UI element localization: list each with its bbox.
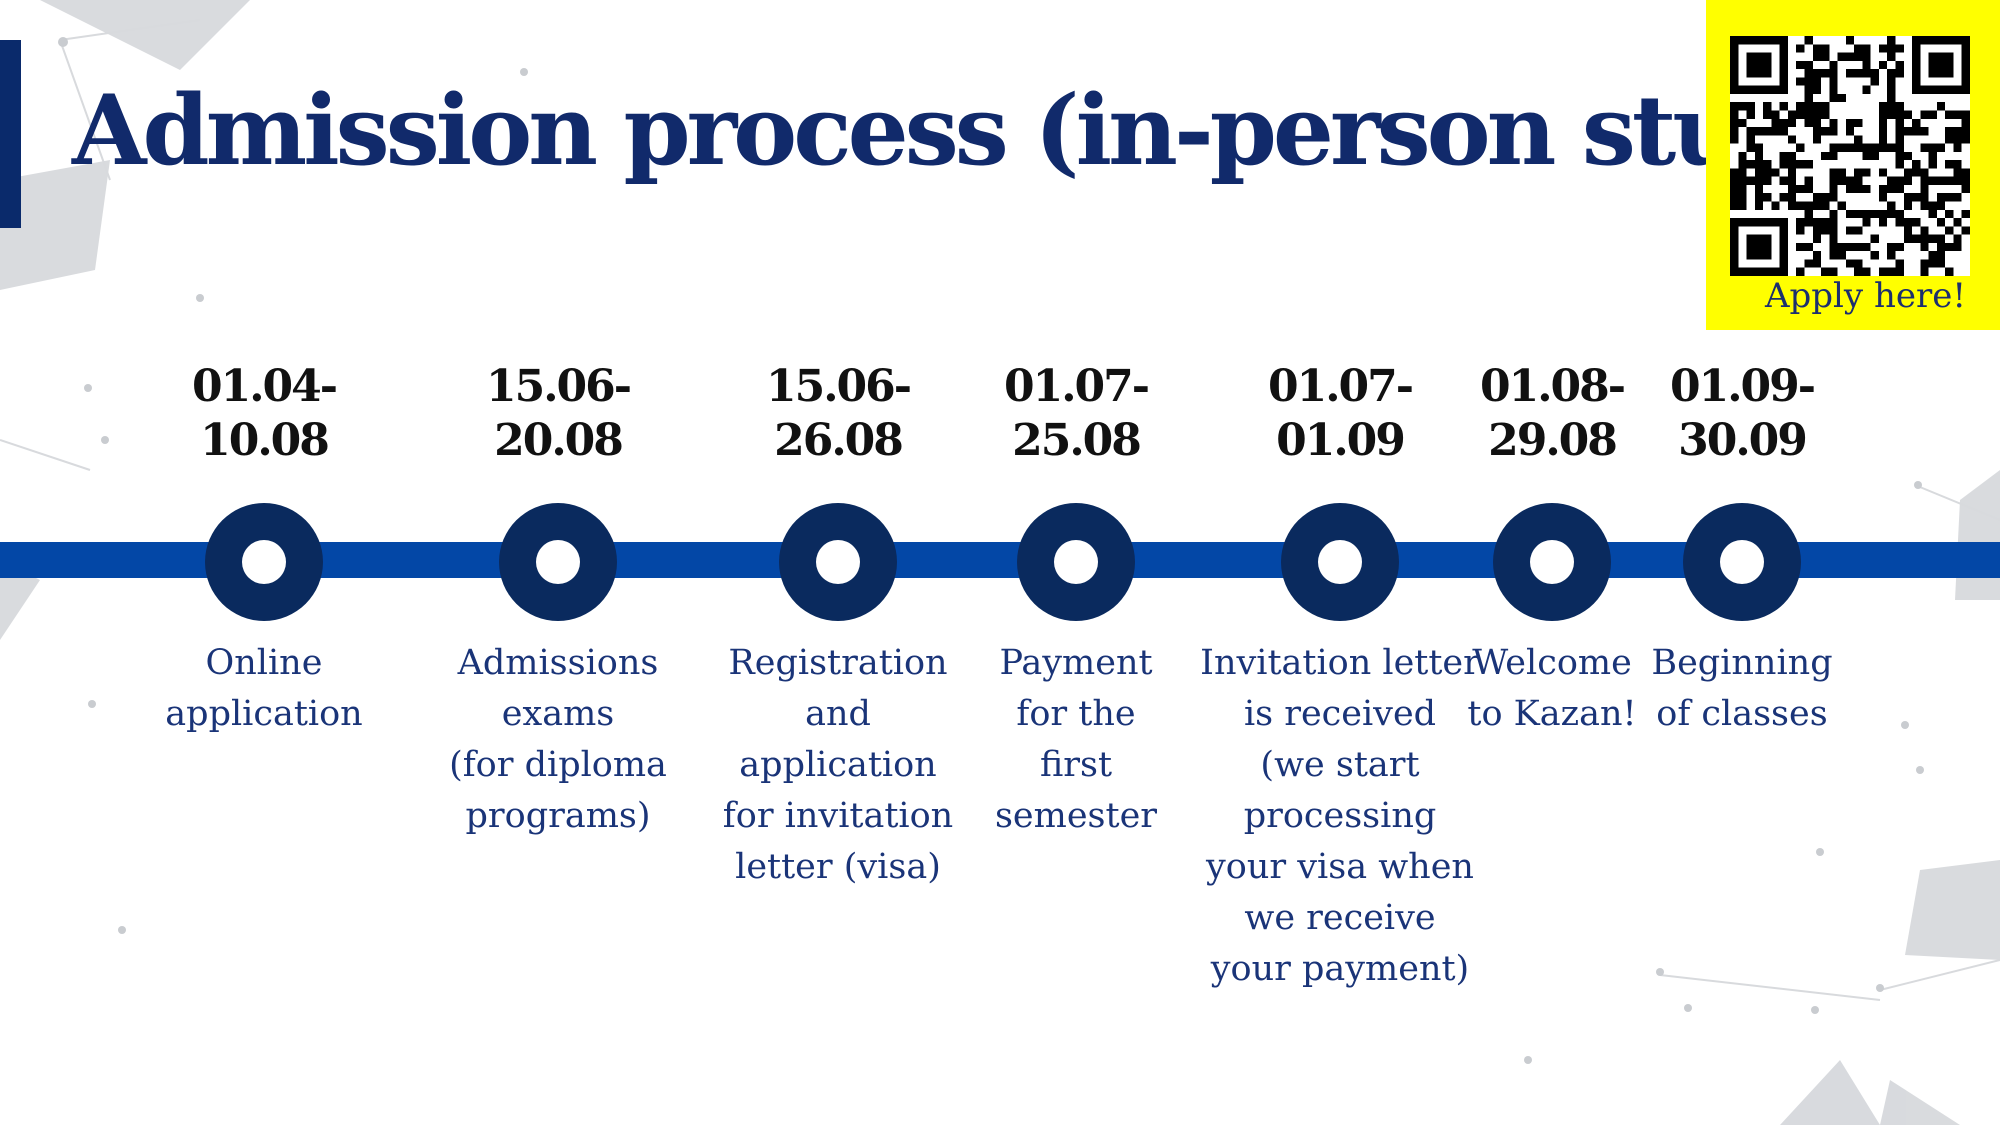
node-center bbox=[1530, 540, 1574, 584]
step-date: 01.04- 10.08 bbox=[191, 361, 338, 466]
step-label: Welcome to Kazan! bbox=[1467, 643, 1637, 734]
node-center bbox=[816, 540, 860, 584]
step-date: 01.07- 01.09 bbox=[1267, 361, 1414, 466]
step-node bbox=[1683, 503, 1801, 621]
step-node bbox=[1017, 503, 1135, 621]
node-center bbox=[536, 540, 580, 584]
apply-qr-panel[interactable]: Apply here! bbox=[1706, 0, 2000, 330]
step-label: Registration and application for invitat… bbox=[722, 643, 954, 887]
step-date: 01.07- 25.08 bbox=[1003, 361, 1150, 466]
step-node bbox=[205, 503, 323, 621]
step-label: Online application bbox=[165, 643, 363, 734]
step-date: 01.09- 30.09 bbox=[1669, 361, 1816, 466]
step-node bbox=[1281, 503, 1399, 621]
step-label: Invitation letter is received (we start … bbox=[1200, 643, 1480, 989]
title-accent-bar bbox=[0, 40, 21, 228]
step-date: 15.06- 26.08 bbox=[765, 361, 912, 466]
node-center bbox=[1720, 540, 1764, 584]
step-node bbox=[1493, 503, 1611, 621]
step-label: Beginning of classes bbox=[1651, 643, 1833, 734]
step-label: Admissions exams (for diploma programs) bbox=[449, 643, 667, 836]
step-node bbox=[779, 503, 897, 621]
node-center bbox=[1318, 540, 1362, 584]
step-date: 15.06- 20.08 bbox=[485, 361, 632, 466]
apply-here-label: Apply here! bbox=[1764, 276, 1966, 316]
node-center bbox=[242, 540, 286, 584]
slide-title: Admission process (in-person study) bbox=[72, 74, 1898, 187]
qr-code-icon[interactable] bbox=[1730, 36, 1970, 276]
step-date: 01.08- 29.08 bbox=[1479, 361, 1626, 466]
node-center bbox=[1054, 540, 1098, 584]
timeline-line bbox=[0, 542, 2000, 578]
step-node bbox=[499, 503, 617, 621]
step-label: Payment for the first semester bbox=[994, 643, 1158, 836]
